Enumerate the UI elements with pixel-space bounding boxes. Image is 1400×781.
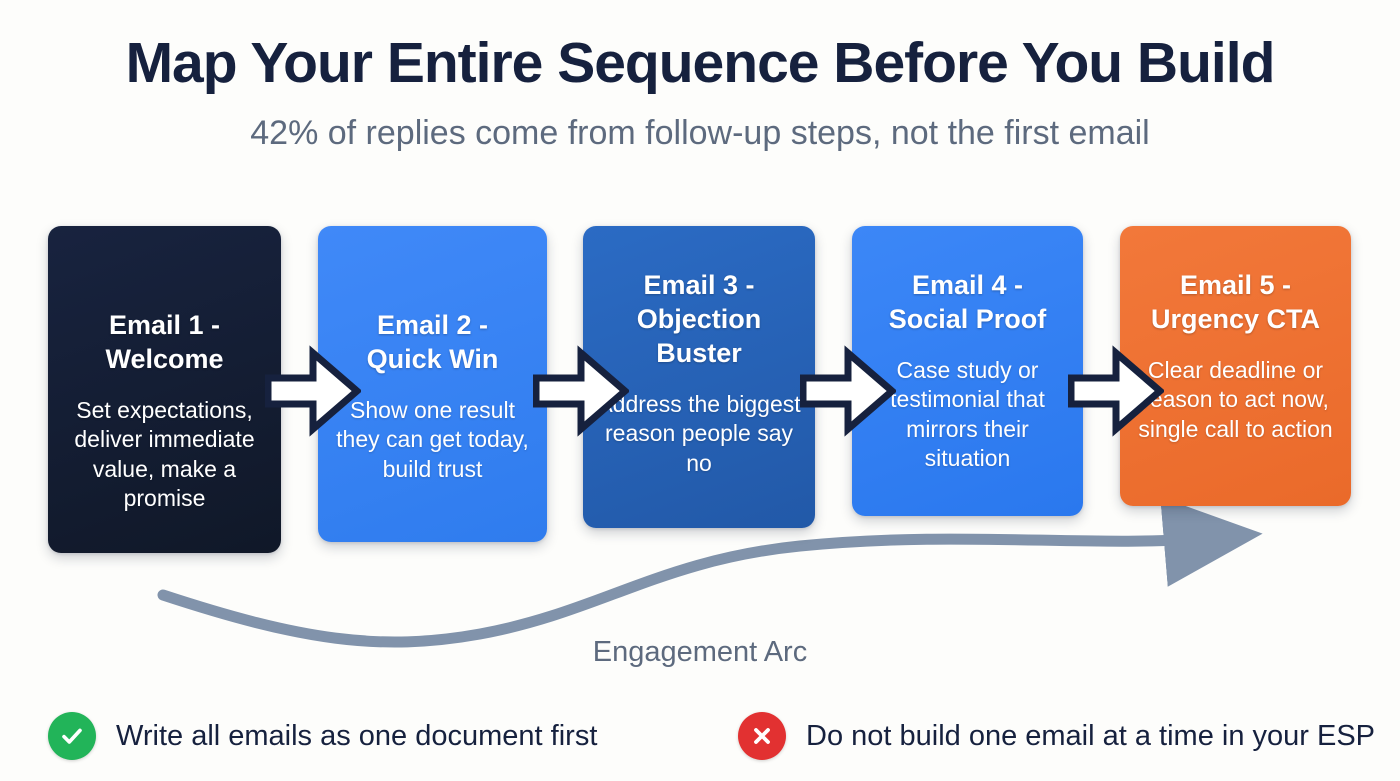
- engagement-arc-label: Engagement Arc: [592, 636, 808, 668]
- arrow-right-icon-4: [1068, 345, 1164, 437]
- step-card-title: Email 5 -Urgency CTA: [1150, 270, 1321, 335]
- legend-item-do: Write all emails as one document first: [48, 712, 597, 760]
- step-card-body: Address the biggest reason people say no: [597, 391, 801, 476]
- page-subtitle: 42% of replies come from follow-up steps…: [250, 114, 1150, 152]
- step-card-title: Email 4 -Social Proof: [888, 270, 1047, 335]
- step-card-email-1[interactable]: Email 1 -Welcome Set expectations, deliv…: [48, 226, 281, 553]
- arrow-right-icon-1: [265, 345, 361, 437]
- legend-item-dont: Do not build one email at a time in your…: [738, 712, 1375, 760]
- step-card-title: Email 1 -Welcome: [105, 310, 224, 375]
- step-card-title: Email 3 -Objection Buster: [636, 270, 762, 369]
- page-title: Map Your Entire Sequence Before You Buil…: [125, 31, 1276, 95]
- legend-label-do: Write all emails as one document first: [116, 719, 598, 752]
- step-card-body: Set expectations, deliver immediate valu…: [74, 397, 255, 512]
- arrow-right-icon-3: [800, 345, 896, 437]
- step-card-email-3[interactable]: Email 3 -Objection Buster Address the bi…: [583, 226, 815, 528]
- step-card-body: Case study or testimonial that mirrors t…: [890, 357, 1045, 472]
- step-card-email-5[interactable]: Email 5 -Urgency CTA Clear deadline or r…: [1120, 226, 1351, 506]
- legend-label-dont: Do not build one email at a time in your…: [806, 719, 1376, 752]
- step-card-body: Show one result they can get today, buil…: [336, 397, 529, 482]
- check-circle-icon: [48, 712, 96, 760]
- cross-circle-icon: [738, 712, 786, 760]
- step-card-email-4[interactable]: Email 4 -Social Proof Case study or test…: [852, 226, 1083, 516]
- step-card-body: Clear deadline or reason to act now, sin…: [1138, 357, 1333, 442]
- step-card-email-2[interactable]: Email 2 -Quick Win Show one result they …: [318, 226, 547, 542]
- legend-row: Write all emails as one document first D…: [0, 712, 1400, 770]
- arrow-right-icon-2: [533, 345, 629, 437]
- step-card-title: Email 2 -Quick Win: [366, 310, 499, 375]
